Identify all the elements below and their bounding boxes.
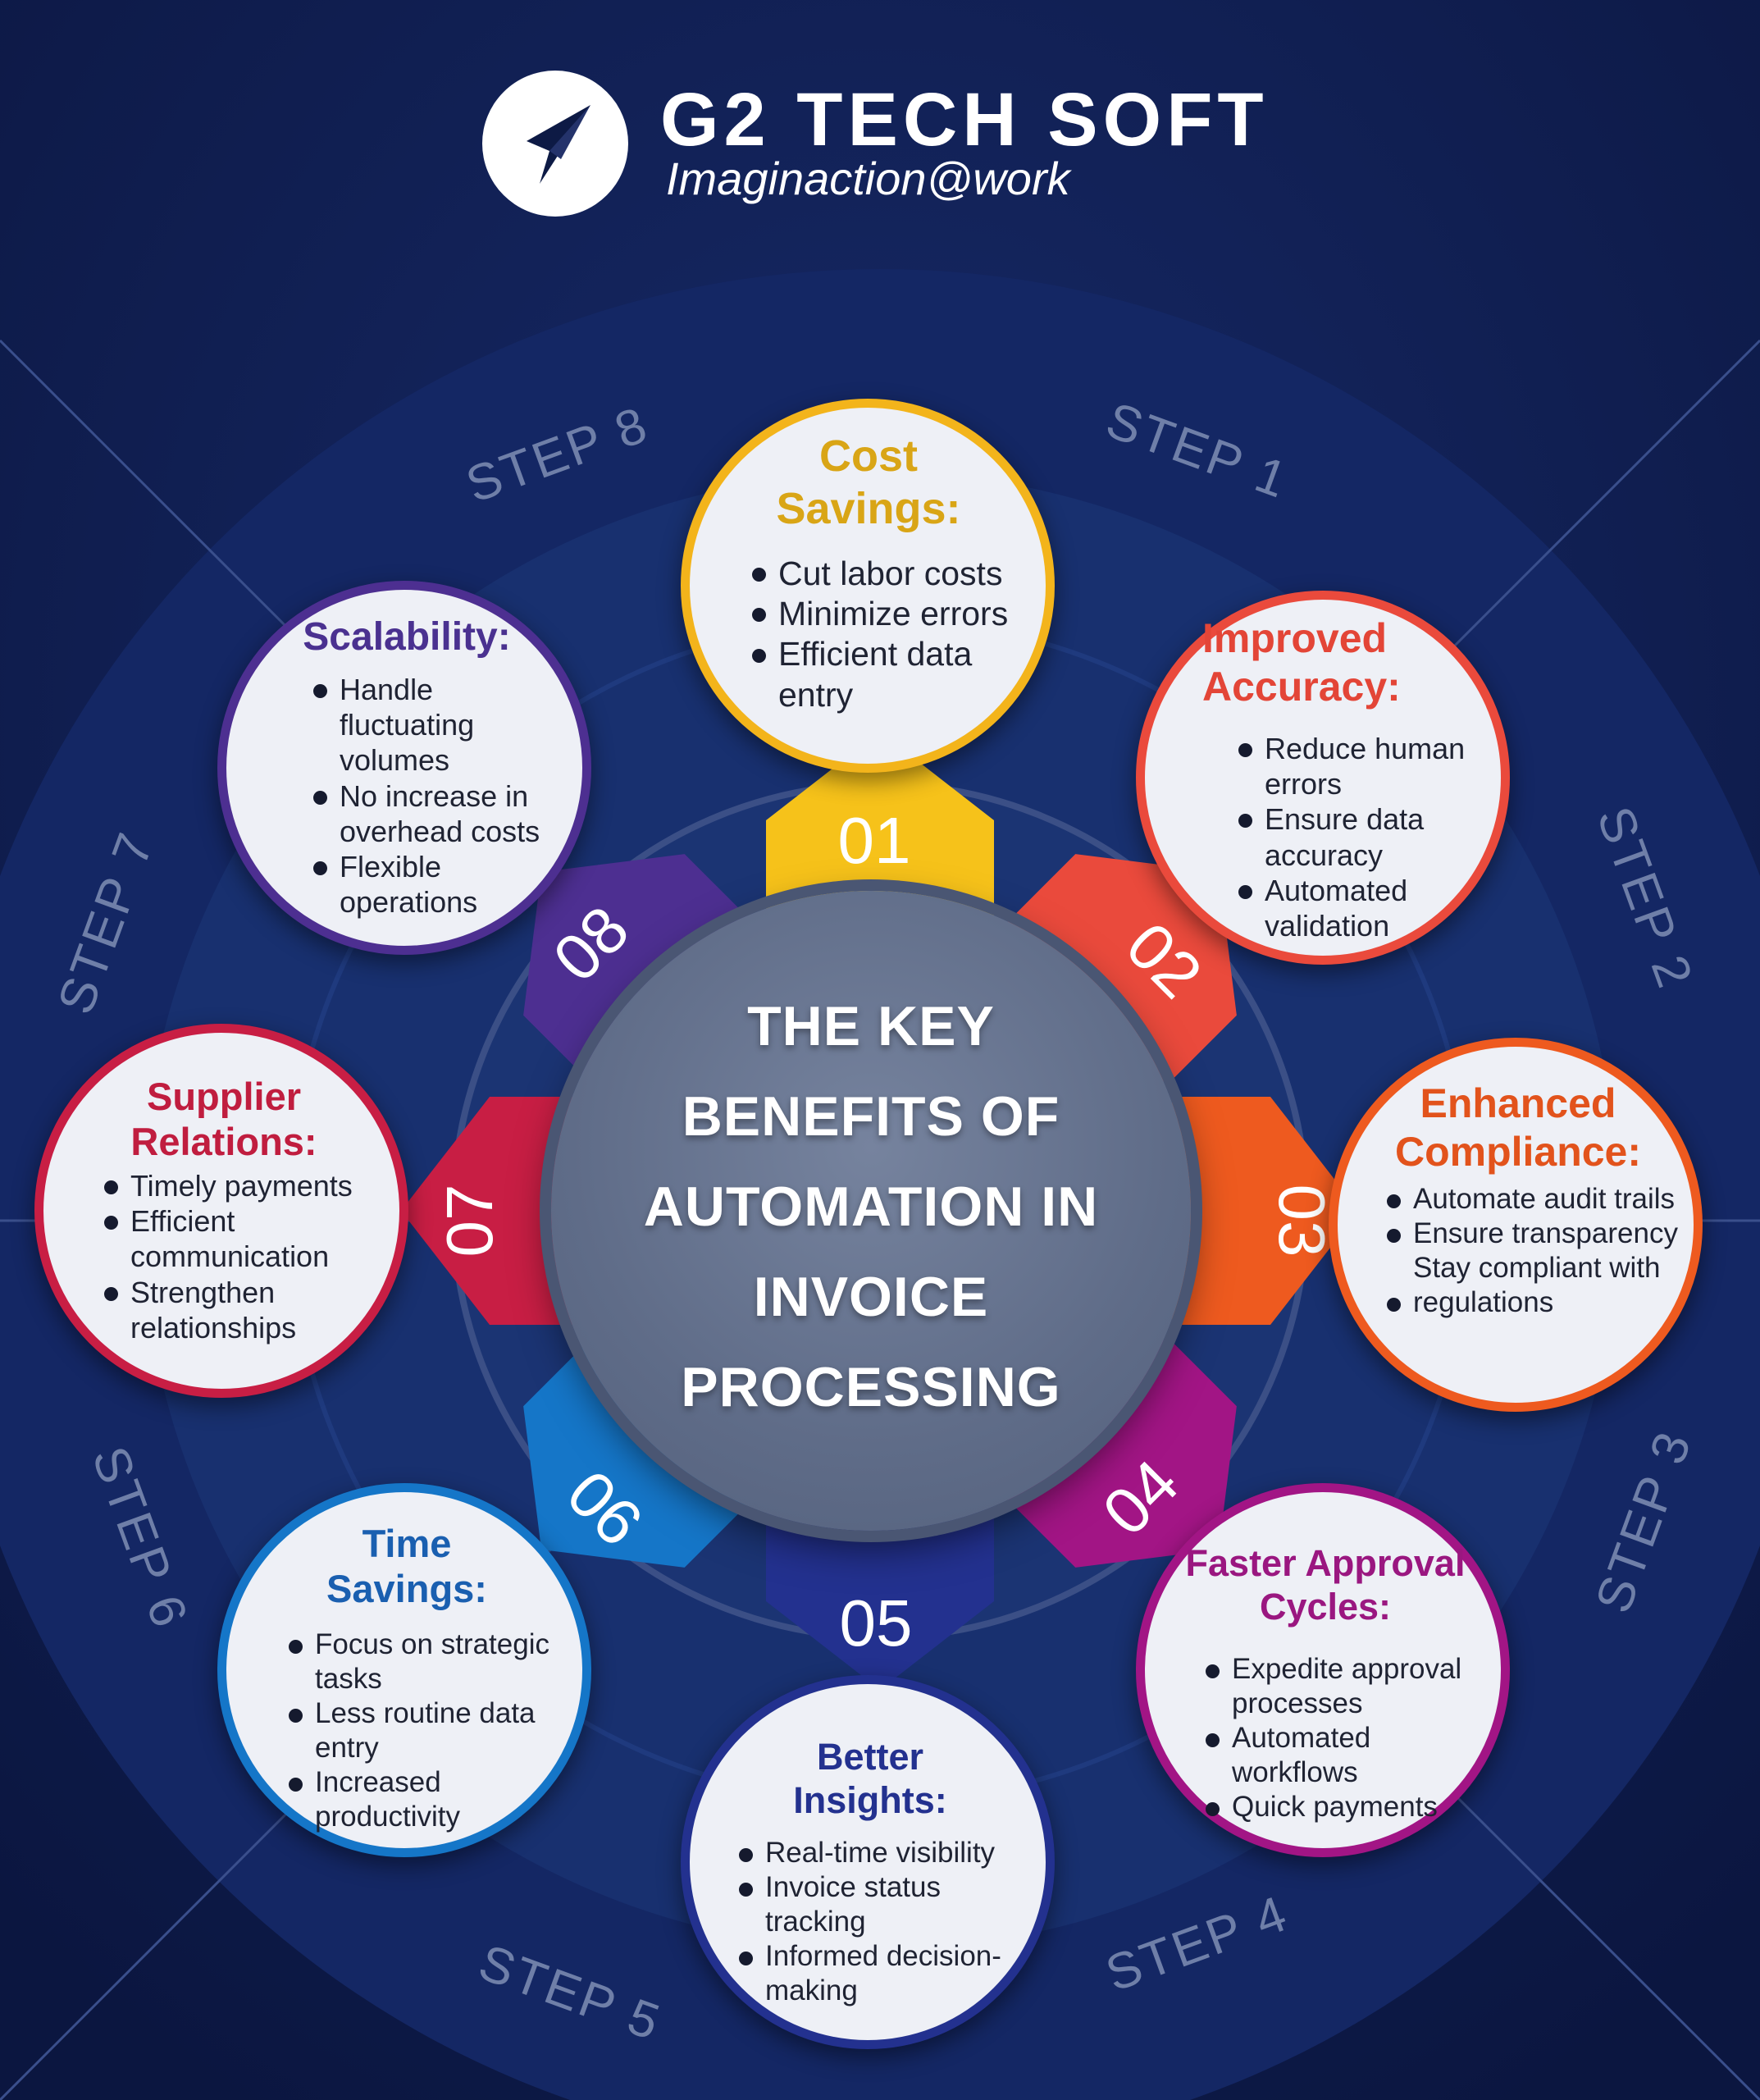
list-item: Reduce human errors (1237, 731, 1475, 801)
list-item: Increased productivity (287, 1765, 574, 1834)
list-item: Quick payments (1204, 1790, 1483, 1824)
badge-01 (766, 732, 994, 919)
list-item: Real-time visibility (737, 1836, 1033, 1870)
badge-05 (766, 1503, 994, 1690)
badge-04 (1005, 1336, 1237, 1568)
benefit-enhanced-compliance: Enhanced Compliance: Automate audit trai… (1329, 1038, 1703, 1412)
list-item: regulations (1385, 1285, 1697, 1320)
benefit-title: Improved Accuracy: (1202, 615, 1401, 710)
list-item: Handle fluctuating volumes (312, 672, 574, 778)
benefit-title: Time Savings: (326, 1522, 487, 1611)
benefit-title: Faster Approval Cycles: (1185, 1542, 1466, 1628)
benefit-list: Real-time visibility Invoice status trac… (737, 1836, 1033, 2008)
benefit-list: Handle fluctuating volumes No increase i… (312, 672, 574, 920)
brand-name: G2 TECH SOFT (660, 78, 1269, 162)
list-item: Automate audit trails (1385, 1182, 1697, 1217)
list-item: Expedite approval processes (1204, 1652, 1483, 1721)
list-item: Ensure data accuracy (1237, 801, 1475, 872)
benefit-improved-accuracy: Improved Accuracy: Reduce human errors E… (1136, 591, 1510, 965)
list-item: Focus on strategic tasks (287, 1628, 574, 1696)
benefit-list: Expedite approval processes Automated wo… (1204, 1652, 1483, 1824)
benefit-title: Enhanced Compliance: (1394, 1080, 1642, 1175)
benefit-list: Cut labor costs Minimize errors Efficien… (750, 554, 1013, 715)
badge-number-01: 01 (838, 804, 911, 877)
benefit-scalability: Scalability: Handle fluctuating volumes … (217, 581, 591, 955)
list-item: Efficient communication (103, 1203, 390, 1274)
list-item: Flexible operations (312, 849, 574, 920)
badge-number-07: 07 (433, 1185, 506, 1258)
paper-plane-icon (527, 105, 590, 184)
benefit-title: Scalability: (303, 615, 511, 659)
benefit-faster-approval-cycles: Faster Approval Cycles: Expedite approva… (1136, 1483, 1510, 1857)
list-item: Automated workflows (1204, 1721, 1483, 1790)
list-item: Timely payments (103, 1168, 390, 1203)
list-item: Strengthen relationships (103, 1275, 390, 1345)
list-item: Efficient data entry (750, 634, 1013, 714)
badge-03 (1172, 1097, 1359, 1325)
badge-08 (523, 854, 755, 1085)
center-title: THE KEY BENEFITS OF AUTOMATION IN INVOIC… (643, 995, 1099, 1418)
brand-tagline: Imaginaction@work (666, 153, 1070, 204)
list-item: Cut labor costs (750, 554, 1013, 594)
benefit-title: Cost Savings: (776, 431, 961, 533)
benefit-better-insights: Better Insights: Real-time visibility In… (681, 1675, 1055, 2049)
list-item: Invoice status tracking (737, 1870, 1033, 1939)
list-item: Minimize errors (750, 594, 1013, 634)
list-item: Automated validation (1237, 873, 1475, 943)
benefit-time-savings: Time Savings: Focus on strategic tasks L… (217, 1483, 591, 1857)
badge-06 (523, 1336, 755, 1568)
badge-02 (1005, 854, 1237, 1085)
logo-badge (482, 71, 628, 217)
list-item: Informed decision-making (737, 1939, 1033, 2008)
benefit-list: Timely payments Efficient communication … (103, 1168, 390, 1345)
benefit-list: Focus on strategic tasks Less routine da… (287, 1628, 574, 1834)
badge-number-05: 05 (840, 1586, 913, 1659)
benefit-list: Automate audit trails Ensure transparenc… (1385, 1182, 1697, 1320)
list-item: No increase in overhead costs (312, 778, 574, 849)
benefit-cost-savings: Cost Savings: Cut labor costs Minimize e… (681, 399, 1055, 773)
benefit-title: Better Insights: (793, 1736, 947, 1822)
benefit-title: Supplier Relations: (130, 1075, 317, 1164)
benefit-supplier-relations: Supplier Relations: Timely payments Effi… (34, 1024, 408, 1398)
list-item: Ensure transparency Stay compliant with (1385, 1217, 1697, 1285)
center-circle: THE KEY BENEFITS OF AUTOMATION IN INVOIC… (551, 891, 1191, 1531)
badge-07 (401, 1097, 588, 1325)
benefit-list: Reduce human errors Ensure data accuracy… (1237, 731, 1475, 943)
list-item: Less routine data entry (287, 1696, 574, 1765)
badge-number-03: 03 (1265, 1185, 1338, 1258)
